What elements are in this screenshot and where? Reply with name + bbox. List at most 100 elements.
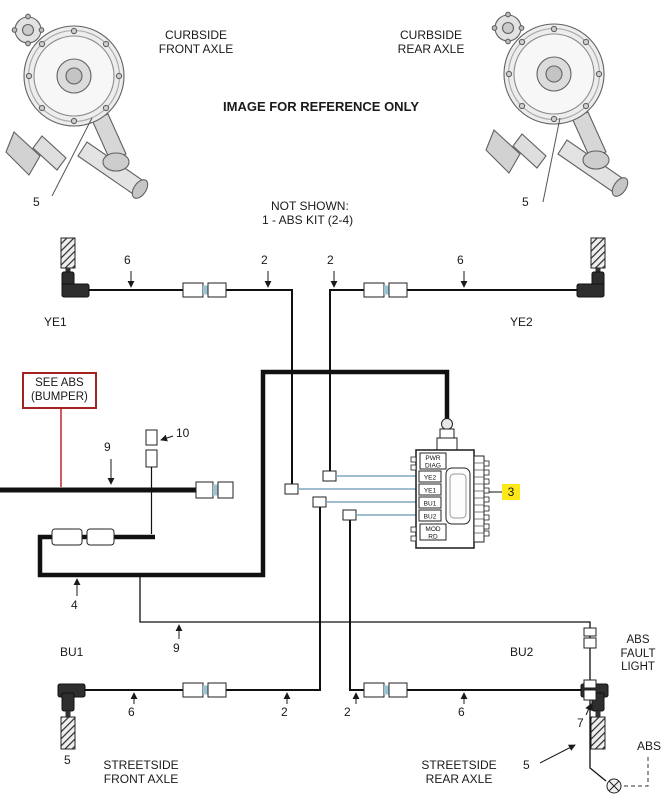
- bu1-sensor-circuit: [57, 496, 416, 750]
- ecu-bu1-label: BU1: [424, 501, 437, 508]
- ye1-wire: [89, 289, 293, 484]
- streetside-front-axle-label: STREETSIDE FRONT AXLE: [103, 758, 178, 786]
- ye1-elbow-connector: [61, 271, 90, 298]
- harness-connector: [195, 481, 234, 499]
- ecu-mod-label: MOD: [425, 526, 440, 533]
- bu2-sensor-plug-symbol: [590, 716, 606, 750]
- ecu-ye2-port: [418, 470, 442, 483]
- curbside-front-axle-illustration: [5, 13, 152, 202]
- not-shown-note: NOT SHOWN: 1 - ABS KIT (2-4): [262, 199, 353, 227]
- callout-9-lower: 9: [173, 641, 180, 655]
- ecu-top-plug: [441, 418, 453, 430]
- callout-2-top-right: 2: [327, 253, 334, 267]
- curbside-front-axle-label: CURBSIDE FRONT AXLE: [159, 28, 233, 56]
- abs-lamp-leader-dashed: [622, 757, 649, 787]
- ye2-wire: [329, 289, 577, 471]
- callout-6-bottom-right: 6: [458, 705, 465, 719]
- callout-5-streetside-front: 5: [64, 753, 71, 767]
- bu2-sensor-circuit: [342, 509, 609, 750]
- sensor-leader-line: [51, 117, 93, 197]
- not-shown-title: NOT SHOWN:: [271, 199, 349, 213]
- label-line: CURBSIDE: [164, 28, 227, 42]
- callout-5-curbside-rear: 5: [522, 195, 529, 209]
- ecu-rd-label: RD: [428, 534, 438, 541]
- ecu-pwr-label: PWR: [425, 455, 440, 462]
- callout-3-highlight: 3: [502, 484, 520, 500]
- abs-ecu-module: PWR DIAG YE2 YE1 BU1 BU2 MOD RD: [410, 418, 502, 549]
- label-line: REAR AXLE: [425, 772, 493, 786]
- ecu-left-pins: [410, 456, 417, 542]
- label-line: REAR AXLE: [397, 42, 465, 56]
- inline-connector: [51, 528, 83, 546]
- callout-6-top-left: 6: [124, 253, 131, 267]
- ye1-sensor-plug-symbol: [60, 237, 76, 269]
- ecu-diag-label: DIAG: [425, 463, 441, 470]
- bu1-ecu-plug: [312, 496, 327, 508]
- label-line: CURBSIDE: [399, 28, 463, 42]
- ecu-ye1-label: YE1: [424, 488, 437, 495]
- reference-only-note: IMAGE FOR REFERENCE ONLY: [223, 99, 419, 114]
- bu1-sensor-plug-symbol: [60, 716, 76, 750]
- ecu-right-connector-strip: [473, 455, 485, 543]
- ecu-power-harness-wire: [37, 369, 450, 578]
- ye1-wire-label: YE1: [44, 315, 67, 329]
- abs-fault-light-label: ABS FAULT LIGHT: [614, 634, 662, 675]
- ye2-sensor-plug-symbol: [590, 237, 606, 269]
- label-line: (BUMPER): [31, 390, 88, 403]
- inline-connector: [86, 528, 115, 546]
- inline-connector: [182, 282, 227, 298]
- callout-leaders: [73, 271, 592, 764]
- callout-2-top-left: 2: [261, 253, 268, 267]
- bu1-elbow-connector: [57, 683, 86, 712]
- ye2-sensor-circuit: [322, 237, 606, 482]
- callout-6-top-right: 6: [457, 253, 464, 267]
- callout-4: 4: [71, 598, 78, 612]
- inline-connector: [583, 679, 597, 701]
- callout-9-upper: 9: [104, 440, 111, 454]
- label-line: FRONT AXLE: [158, 42, 234, 56]
- label-line: LIGHT: [621, 661, 655, 673]
- bu1-wire-label: BU1: [60, 645, 84, 659]
- ecu-bu2-port: [418, 509, 442, 522]
- sensor-leader-line: [542, 117, 561, 203]
- label-line: STREETSIDE: [103, 758, 179, 772]
- label-line: ABS: [626, 634, 650, 646]
- callout-7: 7: [577, 716, 584, 730]
- label-line: FAULT: [620, 647, 656, 660]
- ye1-ecu-plug: [284, 483, 299, 495]
- abs-fault-light-circuit: [139, 575, 649, 794]
- ecu-bu1-port: [418, 496, 442, 509]
- label-line: SEE ABS: [35, 377, 84, 389]
- ye1-sensor-circuit: [60, 237, 416, 495]
- ecu-ye2-label: YE2: [424, 475, 437, 482]
- curbside-rear-axle-illustration: [485, 11, 632, 203]
- bu1-wire: [85, 507, 321, 691]
- bu2-wire: [349, 520, 581, 691]
- ecu-ye1-port: [418, 483, 442, 496]
- callout-6-bottom-left: 6: [128, 705, 135, 719]
- unused-connector-pair: [145, 429, 158, 534]
- ecu-center-module: [445, 467, 471, 525]
- abs-lamp-label: ABS: [636, 739, 662, 753]
- inline-connector: [363, 282, 408, 298]
- callout-5-curbside-front: 5: [33, 195, 40, 209]
- ecu-right-pins: [483, 460, 490, 537]
- inline-connector: [182, 682, 227, 698]
- ye2-ecu-plug: [322, 470, 337, 482]
- callout-5-streetside-rear: 5: [523, 758, 530, 772]
- callout-2-bottom-right: 2: [344, 705, 351, 719]
- not-shown-item: 1 - ABS KIT (2-4): [262, 213, 354, 227]
- see-abs-bumper-note: SEE ABS (BUMPER): [22, 372, 97, 409]
- ecu-bu2-label: BU2: [424, 514, 437, 521]
- streetside-rear-axle-label: STREETSIDE REAR AXLE: [421, 758, 496, 786]
- fault-light-wire: [139, 575, 607, 782]
- bu2-wire-label: BU2: [510, 645, 534, 659]
- bu2-ecu-plug: [342, 509, 357, 521]
- curbside-rear-axle-label: CURBSIDE REAR AXLE: [398, 28, 465, 56]
- ecu-pwr-diag-port: [419, 452, 447, 470]
- callout-10: 10: [176, 426, 190, 440]
- ecu-mod-rd-port: [419, 523, 447, 541]
- label-line: FRONT AXLE: [103, 772, 179, 786]
